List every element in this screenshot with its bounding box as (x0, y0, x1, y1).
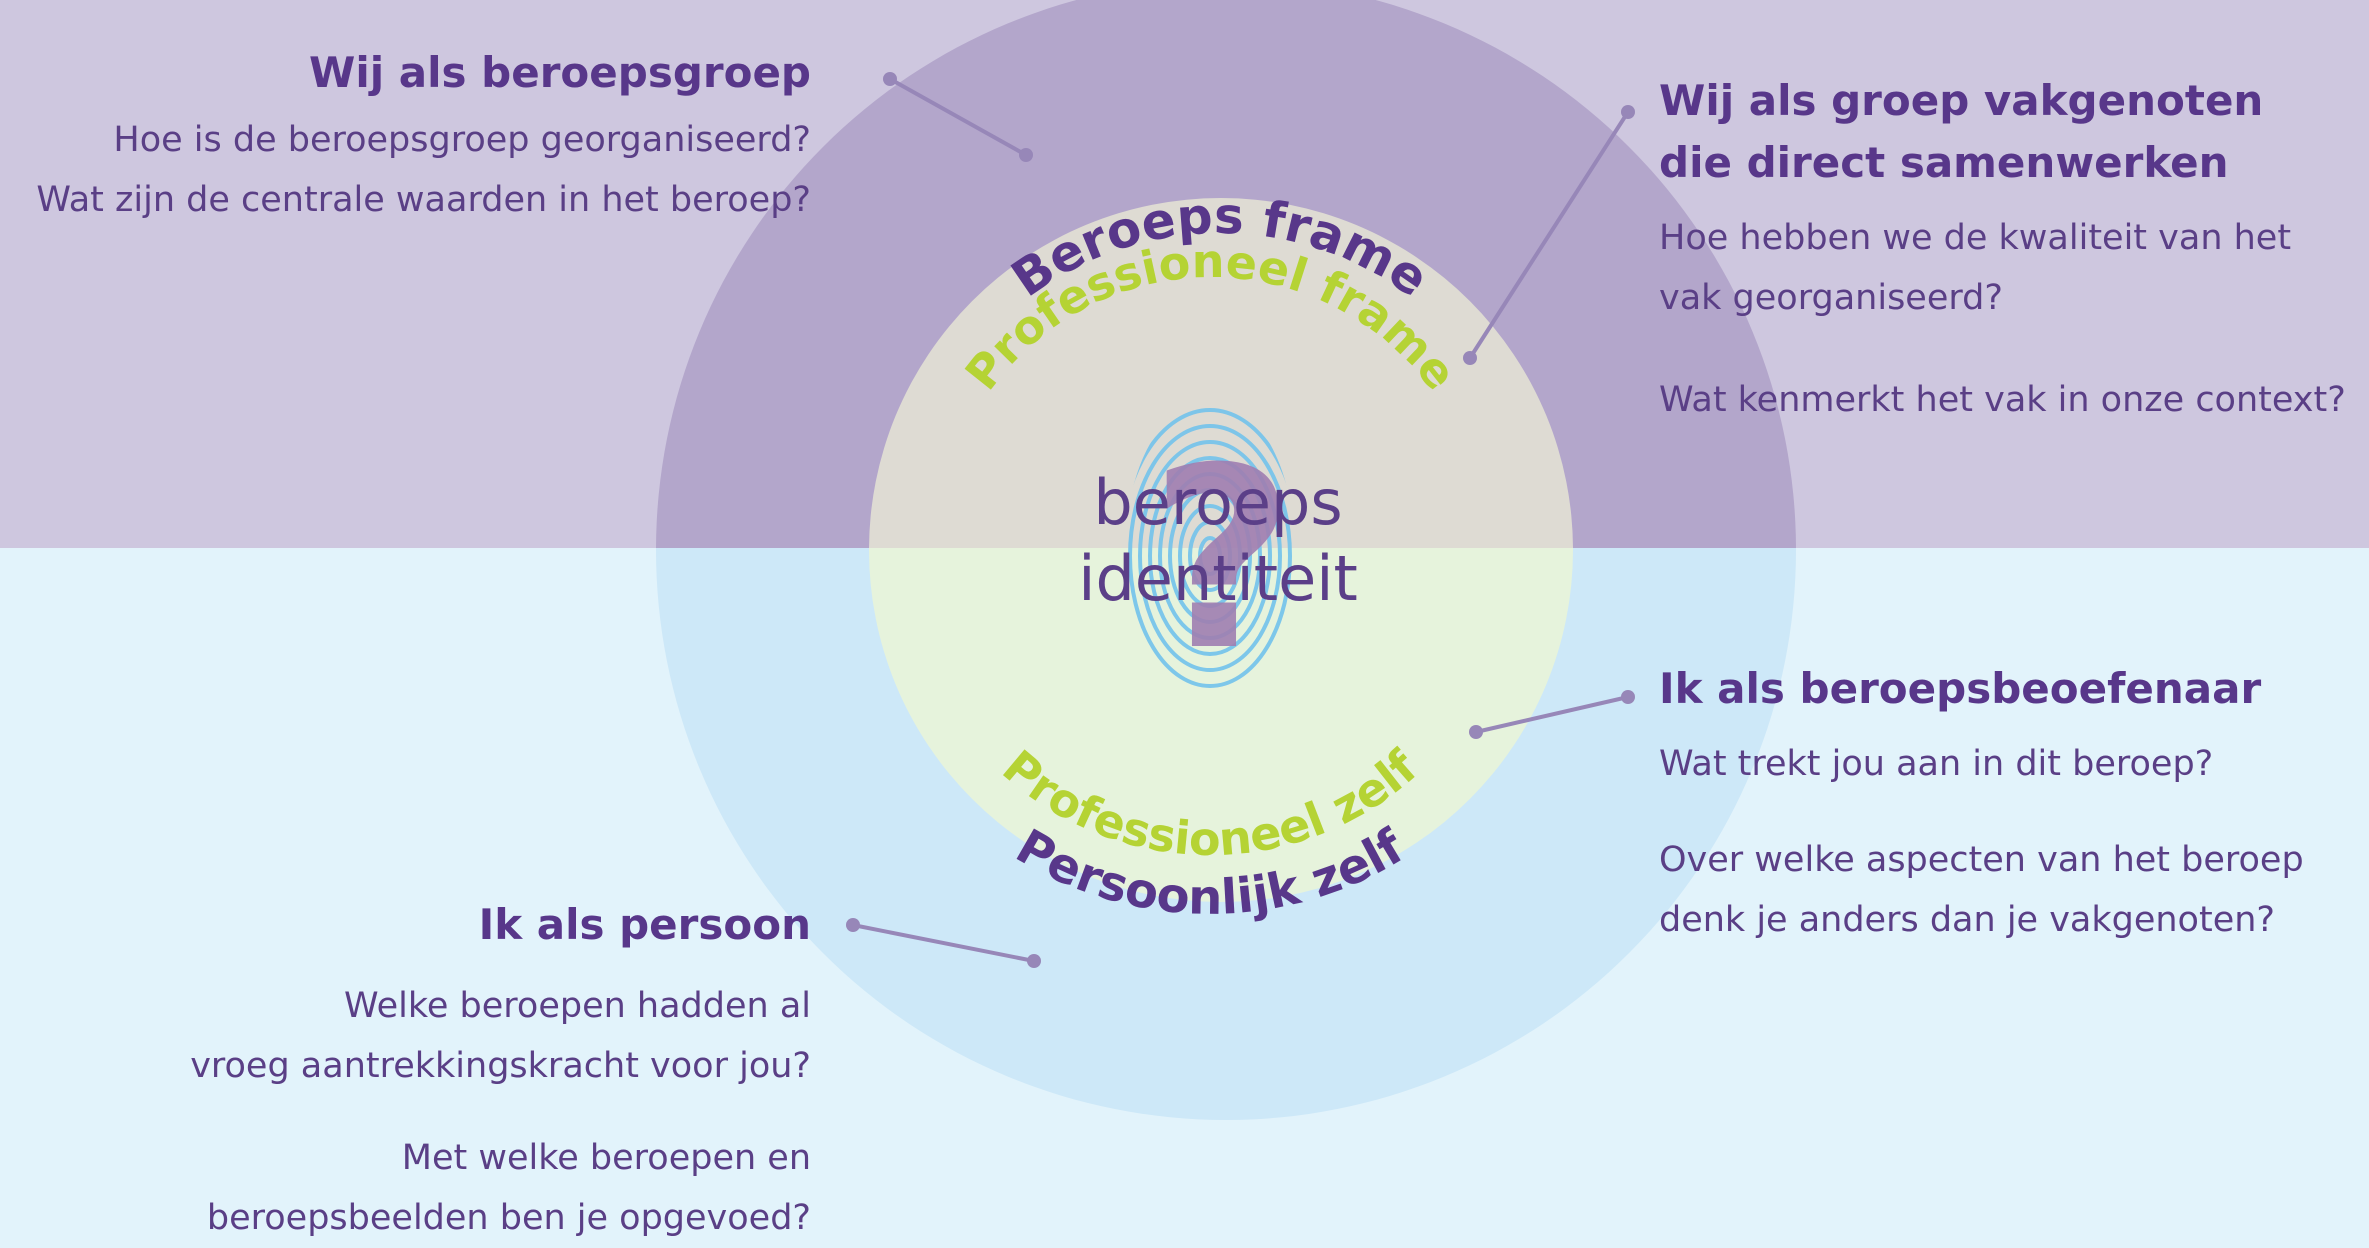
question-kenmerkt-vak: Wat kenmerkt het vak in onze context? (1659, 380, 2346, 420)
center-title-line2: identiteit (1078, 542, 1358, 615)
question-mark-glyph: ? (1149, 414, 1294, 705)
center-title-line1: beroeps (1093, 466, 1342, 539)
question-wat-trekt-jou: Wat trekt jou aan in dit beroep? (1659, 744, 2214, 784)
inner-circle-top (869, 198, 1573, 548)
question-beroepen-aantrekkingskracht-line2: vroeg aantrekkingskracht voor jou? (190, 1046, 811, 1086)
question-beroepsgroep-georganiseerd: Hoe is de beroepsgroep georganiseerd? (113, 120, 811, 160)
heading-wij-als-groep-vakgenoten-line2: die direct samenwerken (1659, 138, 2229, 187)
quadrant-bottom-right: Ik als beroepsbeoefenaar Wat trekt jou a… (1659, 658, 2304, 950)
question-centrale-waarden: Wat zijn de centrale waarden in het bero… (36, 180, 811, 220)
question-aspecten-line2: denk je anders dan je vakgenoten? (1659, 900, 2275, 940)
fingerprint-question-icon: ? (1126, 400, 1295, 705)
heading-wij-als-beroepsgroep: Wij als beroepsgroep (309, 48, 811, 97)
question-beroepen-aantrekkingskracht-line1: Welke beroepen hadden al (344, 986, 811, 1026)
quadrant-bottom-left: Ik als persoon Welke beroepen hadden al … (190, 894, 811, 1248)
connector-top-right (1463, 105, 1635, 365)
heading-ik-als-beroepsbeoefenaar: Ik als beroepsbeoefenaar (1659, 664, 2262, 713)
question-opgevoed-line2: beroepsbeelden ben je opgevoed? (206, 1198, 811, 1238)
question-aspecten-line1: Over welke aspecten van het beroep (1659, 840, 2304, 880)
connector-bottom-right (1469, 690, 1635, 739)
question-kwaliteit-line2: vak georganiseerd? (1659, 278, 2003, 318)
connector-top-left (883, 72, 1033, 162)
connector-bottom-left (846, 918, 1041, 968)
quadrant-top-right: Wij als groep vakgenoten die direct same… (1659, 70, 2346, 430)
question-opgevoed-line1: Met welke beroepen en (401, 1138, 811, 1178)
quadrant-top-left: Wij als beroepsgroep Hoe is de beroepsgr… (36, 42, 811, 230)
inner-circle-bottom (869, 548, 1573, 902)
heading-ik-als-persoon: Ik als persoon (478, 900, 811, 949)
heading-wij-als-groep-vakgenoten-line1: Wij als groep vakgenoten (1659, 76, 2264, 125)
question-kwaliteit-line1: Hoe hebben we de kwaliteit van het (1659, 218, 2292, 258)
